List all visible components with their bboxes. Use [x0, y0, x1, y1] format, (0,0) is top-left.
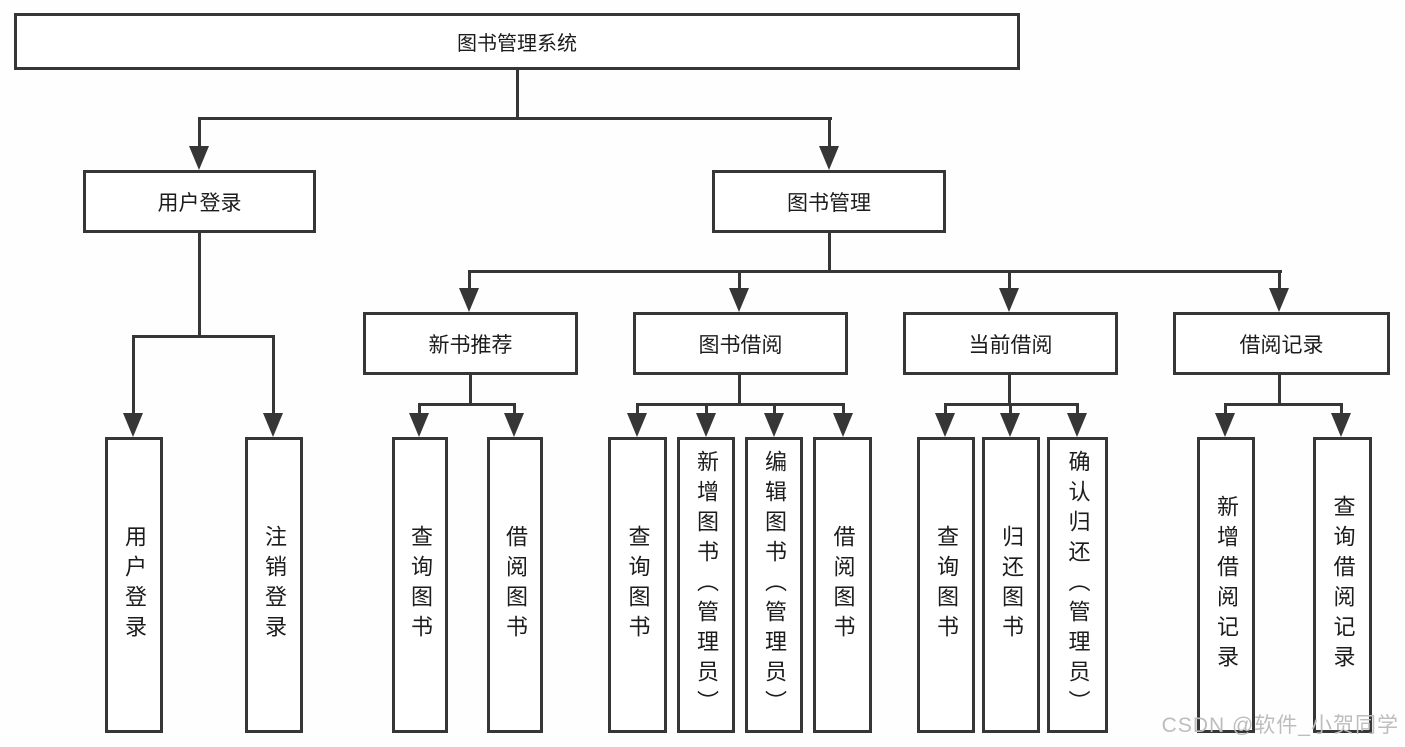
leaf-bb-query-books-label: 查询图书 [625, 525, 651, 645]
node-borrow-records: 借阅记录 [1173, 312, 1390, 375]
leaf-br-query-borrow-record: 查询借阅记录 [1313, 437, 1372, 733]
arrow-down-icon [1000, 413, 1020, 437]
node-root: 图书管理系统 [14, 13, 1020, 70]
leaf-br-query-borrow-record-label: 查询借阅记录 [1330, 495, 1356, 675]
leaf-bb-edit-books-admin: 编辑图书（管理员） [745, 437, 803, 733]
node-book-borrowing-label: 图书借阅 [698, 333, 783, 357]
connector-to-leaf-logout [272, 335, 275, 415]
connector-leaf-stub [513, 403, 516, 415]
arrow-down-icon [764, 413, 784, 437]
arrow-down-icon [1269, 288, 1289, 312]
connector-user-login-stem [198, 233, 201, 338]
arrow-down-icon [1215, 413, 1235, 437]
arrow-down-icon [935, 413, 955, 437]
arrow-down-icon [627, 413, 647, 437]
arrow-down-icon [819, 146, 839, 170]
leaf-cb-query-books: 查询图书 [917, 437, 975, 733]
leaf-nbr-borrow-books: 借阅图书 [487, 437, 543, 733]
leaf-br-add-borrow-record: 新增借阅记录 [1197, 437, 1255, 733]
connector-leaf-stub [636, 403, 639, 415]
leaf-cb-return-books: 归还图书 [982, 437, 1040, 733]
connector-root-branch [198, 117, 832, 120]
node-root-label: 图书管理系统 [457, 33, 577, 55]
leaf-cb-query-books-label: 查询图书 [934, 525, 959, 645]
connector-root-stem [516, 69, 519, 120]
leaf-nbr-borrow-books-label: 借阅图书 [503, 525, 528, 645]
connector-current-borrowing-stem [1008, 375, 1011, 406]
connector-borrow-records-branch [1224, 403, 1343, 406]
leaf-logout: 注销登录 [245, 437, 303, 733]
leaf-logout-label: 注销登录 [262, 525, 287, 645]
arrow-down-icon [1331, 413, 1351, 437]
connector-to-book-management [828, 117, 831, 147]
connector-leaf-stub [773, 403, 776, 415]
node-user-login-label: 用户登录 [157, 191, 242, 215]
connector-new-book-recommend-stem [469, 375, 472, 406]
node-new-book-recommend: 新书推荐 [363, 312, 578, 375]
connector-leaf-stub [418, 403, 421, 415]
node-book-management-label: 图书管理 [787, 191, 871, 215]
connector-to-book-borrowing [738, 270, 741, 290]
node-book-borrowing: 图书借阅 [633, 312, 848, 375]
connector-user-login-branch [132, 335, 275, 338]
connector-leaf-stub [842, 403, 845, 415]
leaf-bb-borrow-books: 借阅图书 [813, 437, 872, 733]
arrow-down-icon [189, 146, 209, 170]
node-user-login: 用户登录 [83, 170, 316, 233]
arrow-down-icon [1067, 413, 1087, 437]
arrow-down-icon [409, 413, 429, 437]
leaf-cb-confirm-return-admin-label: 确认归还（管理员） [1065, 450, 1091, 720]
connector-book-management-branch [468, 270, 1282, 273]
arrow-down-icon [459, 288, 479, 312]
leaf-bb-edit-books-admin-label: 编辑图书（管理员） [762, 450, 787, 720]
connector-leaf-stub [1340, 403, 1343, 415]
connector-to-borrow-records [1278, 270, 1281, 290]
arrow-down-icon [729, 288, 749, 312]
arrow-down-icon [504, 413, 524, 437]
connector-book-borrowing-branch [636, 403, 845, 406]
leaf-nbr-query-books: 查询图书 [392, 437, 448, 733]
connector-to-leaf-user-login [132, 335, 135, 415]
connector-book-borrowing-stem [738, 375, 741, 406]
leaf-bb-query-books: 查询图书 [608, 437, 667, 733]
leaf-bb-add-books-admin: 新增图书（管理员） [677, 437, 735, 733]
connector-leaf-stub [1076, 403, 1079, 415]
arrow-down-icon [696, 413, 716, 437]
leaf-bb-borrow-books-label: 借阅图书 [830, 525, 856, 645]
leaf-cb-confirm-return-admin: 确认归还（管理员） [1047, 437, 1108, 733]
connector-book-management-stem [828, 233, 831, 273]
connector-leaf-stub [705, 403, 708, 415]
leaf-user-login: 用户登录 [105, 437, 163, 733]
node-borrow-records-label: 借阅记录 [1239, 333, 1324, 357]
leaf-br-add-borrow-record-label: 新增借阅记录 [1214, 495, 1239, 675]
leaf-user-login-label: 用户登录 [122, 525, 147, 645]
arrow-down-icon [999, 288, 1019, 312]
connector-leaf-stub [944, 403, 947, 415]
connector-borrow-records-stem [1278, 375, 1281, 406]
connector-to-new-book-recommend [468, 270, 471, 290]
arrow-down-icon [263, 413, 283, 437]
leaf-bb-add-books-admin-label: 新增图书（管理员） [694, 450, 719, 720]
connector-leaf-stub [1009, 403, 1012, 415]
connector-to-user-login [198, 117, 201, 147]
connector-leaf-stub [1224, 403, 1227, 415]
arrow-down-icon [833, 413, 853, 437]
node-current-borrowing-label: 当前借阅 [968, 333, 1053, 357]
connector-to-current-borrowing [1008, 270, 1011, 290]
node-new-book-recommend-label: 新书推荐 [428, 333, 513, 357]
node-book-management: 图书管理 [712, 170, 946, 233]
node-current-borrowing: 当前借阅 [903, 312, 1118, 375]
arrow-down-icon [123, 413, 143, 437]
connector-new-book-recommend-branch [418, 403, 516, 406]
leaf-nbr-query-books-label: 查询图书 [408, 525, 433, 645]
leaf-cb-return-books-label: 归还图书 [999, 525, 1024, 645]
